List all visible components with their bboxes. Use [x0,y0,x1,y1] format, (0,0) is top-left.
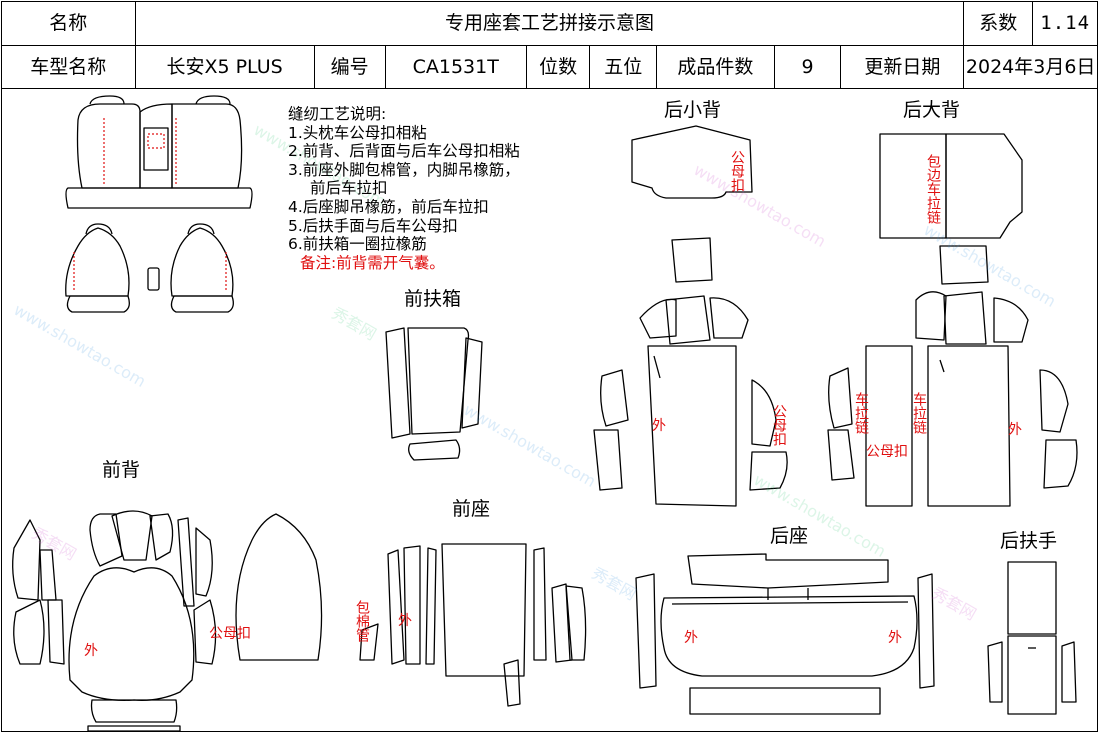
note-line: 1.头枕车公母扣相粘 [288,123,427,142]
coef-value: 1.14 [1032,1,1098,46]
mark-snap: 公母扣 [771,404,787,446]
mark-zipper: 车拉链 [911,392,927,434]
section-rear-armrest: 后扶手 [1000,530,1058,552]
note-remark: 备注:前背需开气囊。 [300,253,445,272]
rear-big-back-pieces [827,133,1078,507]
rear-seat-pieces [635,553,935,715]
update-value: 2024年3月6日 [963,45,1098,89]
mark-outer: 外 [1008,422,1022,438]
code-value: CA1531T [384,45,527,89]
mark-snap: 公母扣 [729,150,745,192]
front-back-pieces [12,510,323,732]
note-line: 3.前座外脚包棉管，内脚吊橡筋， [288,160,520,179]
note-line: 前后车拉扣 [310,179,388,198]
mark-zipper-edge: 包边车拉链 [925,154,941,224]
seats-label: 位数 [525,45,591,89]
section-front-armbox: 前扶箱 [404,288,462,310]
mark-zipper: 车拉链 [853,392,869,434]
rear-armrest-pieces [987,561,1077,715]
code-label: 编号 [313,45,386,89]
update-label: 更新日期 [840,45,965,89]
mark-outer: 外 [398,613,412,629]
section-rear-big-back: 后大背 [903,99,961,121]
mark-outer: 外 [84,643,98,659]
mark-outer: 外 [888,630,902,646]
front-seat-pieces [359,543,587,707]
pieces-label: 成品件数 [656,45,775,89]
section-front-seat: 前座 [452,498,491,520]
seat-preview [65,95,253,313]
note-line: 5.后扶手面与后车公母扣 [288,216,458,235]
mark-outer: 外 [684,630,698,646]
note-line: 2.前背、后背面与后车公母扣相粘 [288,142,520,161]
name-label: 名称 [1,1,136,46]
notes-heading: 缝纫工艺说明: [288,105,387,123]
mark-cotton-tube: 包棉管 [354,600,370,642]
front-armbox-pieces [385,327,483,461]
note-line: 4.后座脚吊橡筋，前后车拉扣 [288,197,489,216]
sewing-notes: 缝纫工艺说明: 1.头枕车公母扣相粘 2.前背、后背面与后车公母扣相粘 3.前座… [288,105,520,272]
mark-outer: 外 [652,418,666,434]
drawing-frame [1,89,1098,732]
pieces-value: 9 [773,45,842,89]
seats-value: 五位 [589,45,658,89]
mark-snap: 公母扣 [866,444,908,460]
sheet-title: 专用座套工艺拼接示意图 [134,1,965,46]
mark-snap: 公母扣 [209,626,251,642]
header-table: 名称 专用座套工艺拼接示意图 系数 1.14 车型名称 长安X5 PLUS 编号… [1,1,1098,89]
section-rear-small-back: 后小背 [664,99,722,121]
section-front-back: 前背 [102,459,141,481]
note-line: 6.前扶箱一圈拉橡筋 [288,235,427,254]
rear-small-back-pieces [593,125,788,507]
section-rear-seat: 后座 [770,525,809,547]
